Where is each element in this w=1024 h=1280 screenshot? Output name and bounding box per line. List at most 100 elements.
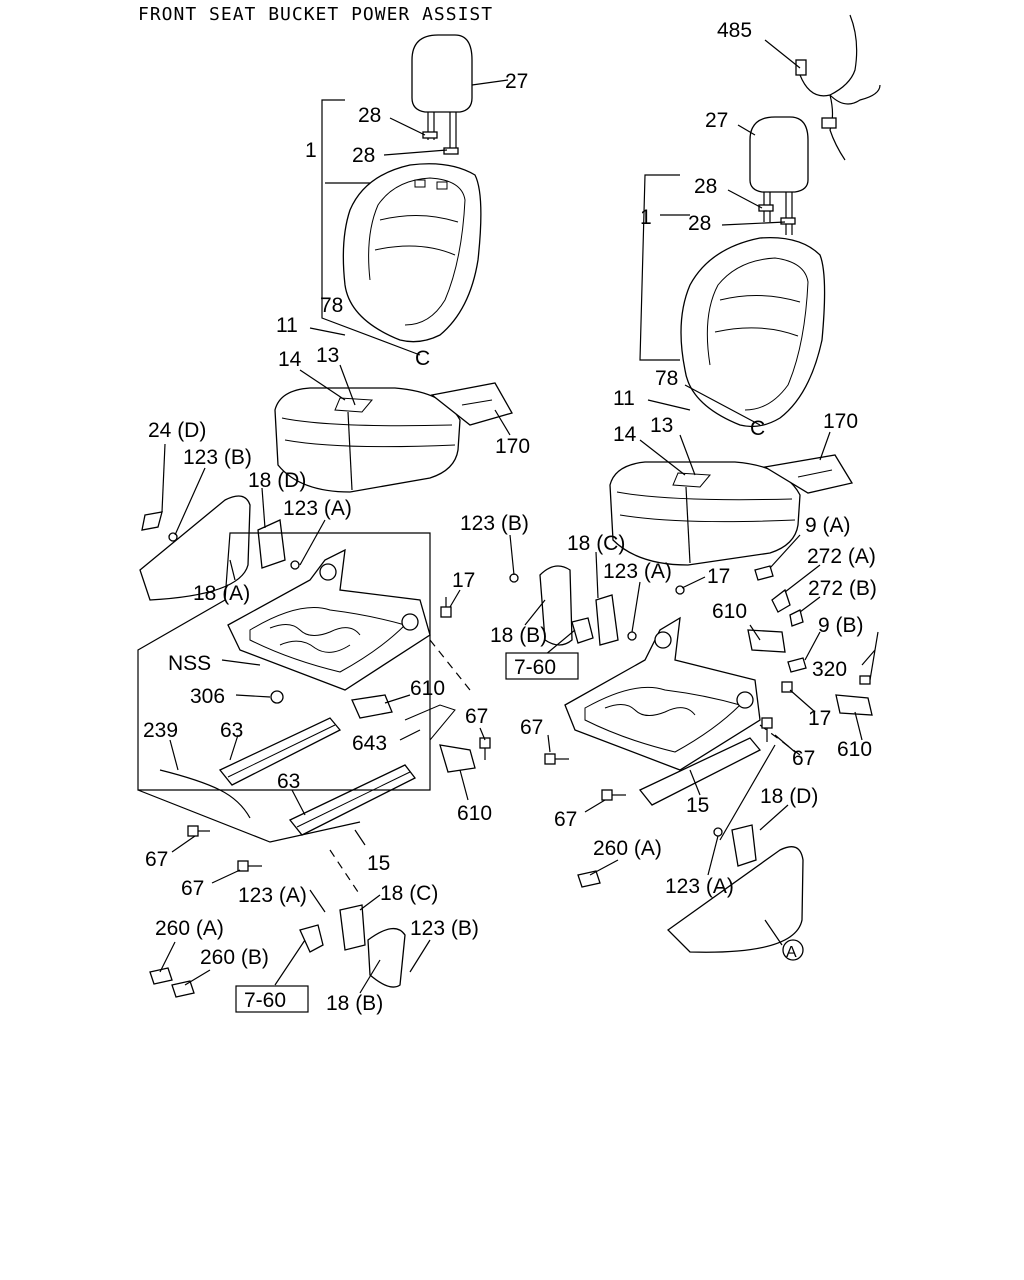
label-13: 13 [650,414,673,437]
label-170: 170 [495,435,530,458]
label-18c: 18 (C) [567,532,625,555]
label-170: 170 [823,410,858,433]
label-78: 78 [655,367,678,390]
rod-icon [869,631,879,681]
label-1: 1 [640,206,652,229]
label-14: 14 [613,423,637,446]
label-67: 67 [145,848,168,871]
callout-labels: 27 28 1 28 78 11 C 14 13 170 24 (D) 123 … [143,19,877,1015]
label-63: 63 [220,719,243,742]
trim-cover-icon [539,565,573,646]
label-123a: 123 (A) [283,497,352,520]
label-18b: 18 (B) [490,624,547,647]
label-28: 28 [688,212,711,235]
label-123b: 123 (B) [183,446,252,469]
headrest-icon [411,34,473,155]
cover-610-icon [835,694,873,716]
seat-frame-icon [564,616,761,771]
label-272a: 272 (A) [807,545,876,568]
seat-rail-icon [218,717,416,836]
ref-box [505,652,579,680]
label-7-60: 7-60 [244,989,286,1012]
trim-cover-icon [666,846,804,953]
label-a: A [786,944,797,961]
label-9a: 9 (A) [805,514,851,537]
seat-pad-icon [430,382,513,426]
label-17: 17 [707,565,730,588]
seat-pad-icon [763,454,854,494]
label-78: 78 [320,294,343,317]
headrest-icon [749,116,809,235]
label-c: C [750,417,765,440]
label-nss: NSS [168,652,211,675]
trim-cover-icon [731,824,757,867]
trim-cover-icon [141,511,163,531]
clip-icon [754,565,774,581]
leader-lines [159,39,876,994]
label-320: 320 [812,658,847,681]
label-15: 15 [367,852,390,875]
clip-icon [577,870,601,888]
label-610: 610 [410,677,445,700]
label-c: C [415,347,430,370]
label-13: 13 [316,344,339,367]
label-17: 17 [452,569,475,592]
callout-circle [782,939,804,961]
label-260a: 260 (A) [155,917,224,940]
clip-icon [171,980,195,998]
label-610: 610 [837,738,872,761]
label-11: 11 [613,387,635,410]
label-28: 28 [352,144,375,167]
ref-box [235,985,309,1013]
right-seat-assembly [509,14,881,953]
label-63: 63 [277,770,300,793]
label-67: 67 [554,808,577,831]
label-1: 1 [305,139,317,162]
cover-610-icon [439,744,476,773]
label-27: 27 [705,109,728,132]
label-28: 28 [694,175,717,198]
label-18c: 18 (C) [380,882,438,905]
label-18a: 18 (A) [193,582,250,605]
clip-icon [787,657,807,673]
part-272-icon [771,588,791,613]
label-67: 67 [465,705,488,728]
seat-back-icon [680,236,826,428]
label-18b: 18 (B) [326,992,383,1015]
label-123b: 123 (B) [460,512,529,535]
label-18d: 18 (D) [760,785,818,808]
label-123b: 123 (B) [410,917,479,940]
label-7-60: 7-60 [514,656,556,679]
label-260a: 260 (A) [593,837,662,860]
diagram-title: FRONT SEAT BUCKET POWER ASSIST [138,4,493,25]
knob-icon [571,617,594,644]
label-67: 67 [520,716,543,739]
label-485: 485 [717,19,752,42]
label-15: 15 [686,794,709,817]
trim-cover-icon [367,928,406,988]
cover-610-icon [351,694,393,719]
label-123a: 123 (A) [665,875,734,898]
part-272-icon [789,609,804,627]
label-27: 27 [505,70,528,93]
label-9b: 9 (B) [818,614,864,637]
wiring-harness-icon [799,14,881,161]
lever-icon [404,704,456,741]
label-272b: 272 (B) [808,577,877,600]
label-11: 11 [276,314,298,337]
label-610: 610 [712,600,747,623]
trim-cover-icon [257,519,286,569]
label-306: 306 [190,685,225,708]
label-260b: 260 (B) [200,946,269,969]
label-14: 14 [278,348,302,371]
label-24d: 24 (D) [148,419,206,442]
label-67: 67 [181,877,204,900]
left-seat-assembly [137,34,513,998]
label-123a: 123 (A) [603,560,672,583]
trim-cover-icon [339,904,366,951]
knob-icon [299,924,324,953]
cover-610-icon [747,629,786,653]
label-28: 28 [358,104,381,127]
trim-cover-icon [595,594,619,646]
